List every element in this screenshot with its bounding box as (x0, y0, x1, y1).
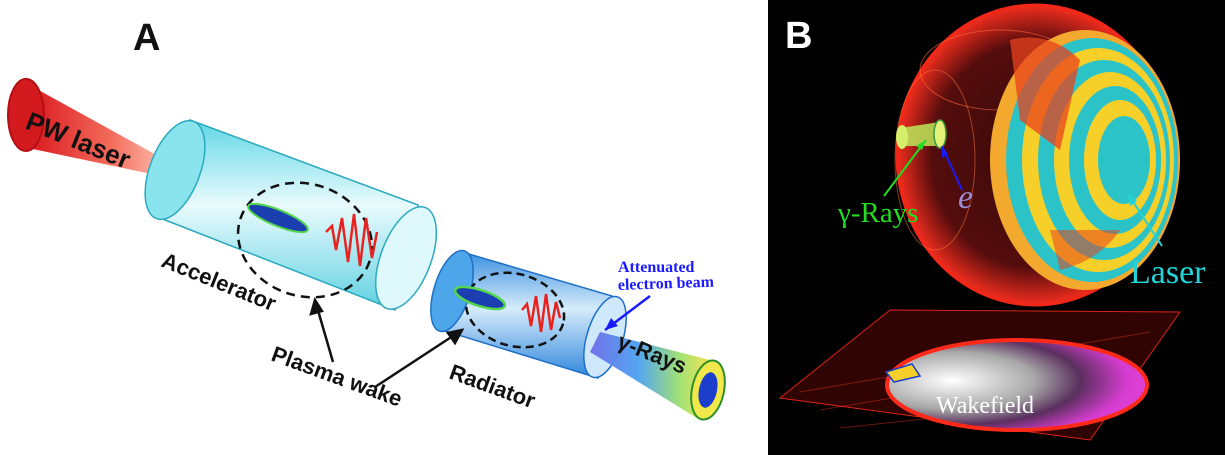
radiator-laser-pulse (521, 293, 562, 333)
attenuated-beam-label-line2: electron beam (618, 274, 715, 294)
plasma-wake-arrows (309, 296, 465, 389)
plasma-wake-label: Plasma wake (268, 341, 405, 411)
wakefield-plane (778, 309, 1181, 441)
panel-b-gamma-beam (896, 119, 947, 149)
wakefield-label: Wakefield (936, 393, 1034, 419)
radiator-label: Radiator (446, 359, 539, 413)
panel-b-label: B (785, 15, 812, 57)
panel-a-label: A (133, 17, 160, 59)
panel-b-arrows (883, 139, 1163, 247)
accelerator-laser-pulse (325, 213, 379, 267)
panel-a: A PW laser Accelerator Radiator (7, 17, 726, 421)
electron-label: e (958, 179, 973, 216)
laser-label: Laser (1130, 254, 1206, 291)
gamma-ray-cone (590, 332, 726, 421)
gamma-rays-label-b: γ-Rays (837, 197, 918, 229)
laser-sphere (894, 3, 1180, 307)
accelerator-electron-bunch (247, 202, 309, 234)
attenuated-beam-label-line1: Attenuated (618, 259, 695, 276)
panel-b: B (768, 0, 1225, 455)
radiator-electron-bunch (453, 285, 507, 311)
accelerator-cylinder (144, 119, 438, 312)
